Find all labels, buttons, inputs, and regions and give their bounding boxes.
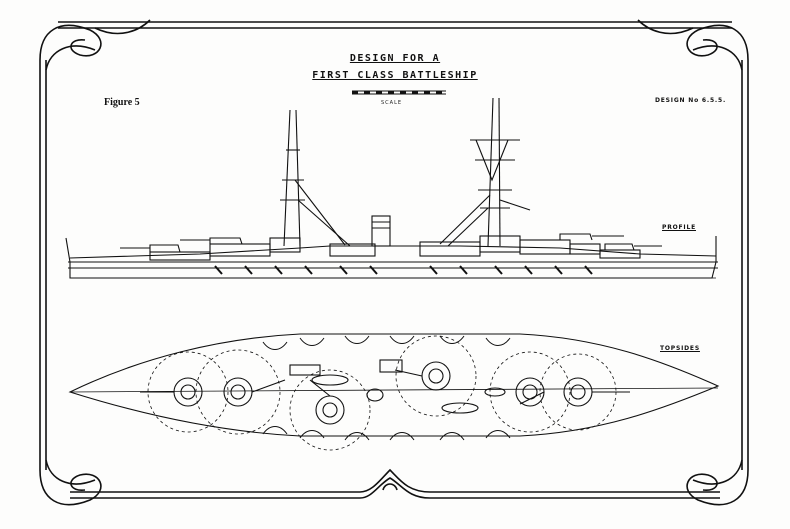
profile-label: PROFILE: [662, 224, 696, 231]
design-number: DESIGN No 6.5.5.: [655, 97, 727, 104]
topsides-label: TOPSIDES: [660, 345, 700, 352]
title-line-2: FIRST CLASS BATTLESHIP: [312, 70, 478, 81]
title-line-1: DESIGN FOR A: [349, 53, 441, 64]
figure-label: Figure 5: [104, 97, 140, 108]
scale-label: SCALE: [381, 100, 403, 106]
drawing-title: DESIGN FOR A FIRST CLASS BATTLESHIP: [300, 50, 490, 84]
